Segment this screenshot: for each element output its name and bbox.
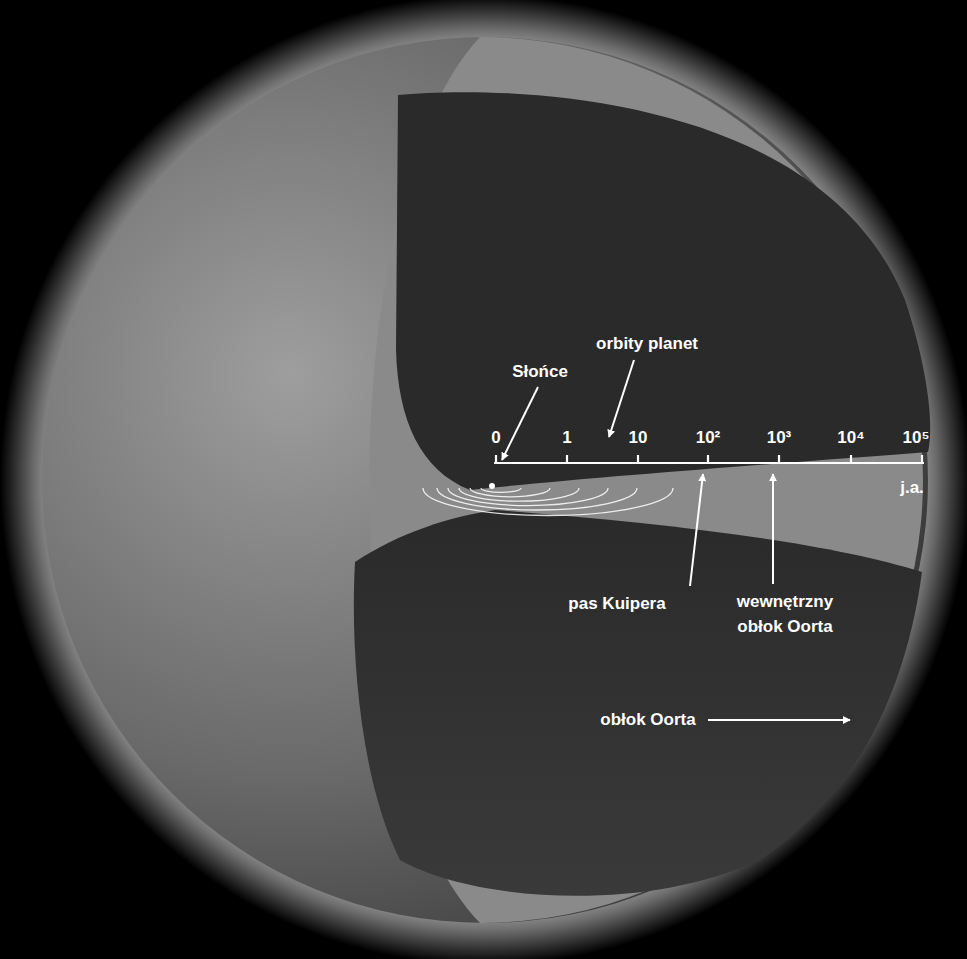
orbit-label: orbity planet — [596, 332, 698, 357]
axis-tick — [707, 455, 709, 463]
axis-tick — [637, 455, 639, 463]
distance-axis — [494, 455, 924, 463]
axis-tick-label: 10² — [696, 426, 721, 451]
axis-tick-label: 10⁴ — [837, 426, 864, 451]
orbit — [470, 488, 550, 497]
axis-tick — [921, 455, 923, 463]
sun-dot — [489, 483, 495, 489]
axis-tick — [850, 455, 852, 463]
leader-arrows — [502, 360, 850, 720]
axis-tick-label: 1 — [562, 426, 571, 451]
region-label: pas Kuipera — [568, 592, 665, 617]
orbit — [459, 488, 579, 501]
axis-tick — [778, 455, 780, 463]
axis-tick-label: 0 — [491, 426, 500, 451]
orbit — [423, 488, 673, 516]
axis-tick — [495, 455, 497, 463]
upper-cavity — [396, 92, 930, 490]
axis-tick-label: 10⁵ — [903, 426, 930, 451]
orbit — [481, 488, 521, 492]
axis-tick — [566, 455, 568, 463]
axis-tick-label: 10 — [629, 426, 648, 451]
region-label: wewnętrzny obłok Oorta — [726, 590, 844, 639]
lower-cavity — [354, 510, 922, 896]
leader-arrow — [690, 474, 703, 586]
leader-arrow — [708, 719, 850, 721]
orbit — [437, 488, 637, 510]
leader-arrow — [502, 387, 538, 460]
leader-arrow — [609, 360, 634, 437]
orbit — [448, 488, 608, 506]
region-label: obłok Oorta — [600, 708, 695, 733]
planet-orbits — [423, 488, 673, 516]
axis-unit-label: j.a. — [900, 476, 924, 501]
leader-arrow — [772, 474, 774, 584]
sun-label: Słońce — [512, 360, 568, 385]
axis-tick-label: 10³ — [767, 426, 792, 451]
